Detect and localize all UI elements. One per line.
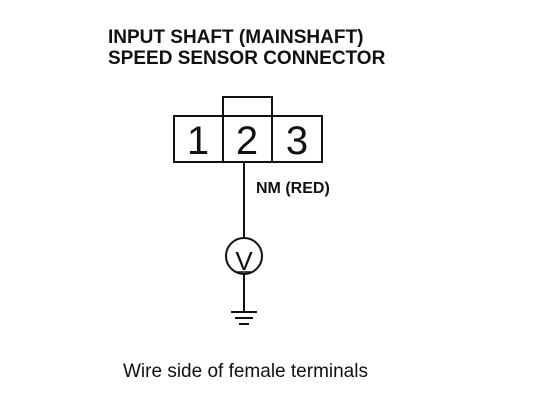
ground-icon [231, 311, 257, 325]
pin-1-label: 1 [187, 119, 209, 163]
wire-label: NM (RED) [256, 180, 330, 197]
connector-housing [173, 115, 323, 163]
connector-lock-tab [222, 96, 273, 117]
pin-3-label: 3 [286, 119, 308, 163]
pin-2-label: 2 [236, 119, 258, 163]
voltmeter-symbol: V [235, 246, 253, 276]
voltmeter-icon: V [225, 237, 263, 276]
title-line-1: INPUT SHAFT (MAINSHAFT) [108, 27, 363, 48]
connector: 1 2 3 [173, 96, 323, 163]
title-line-2: SPEED SENSOR CONNECTOR [108, 48, 386, 69]
caption: Wire side of female terminals [123, 361, 368, 382]
